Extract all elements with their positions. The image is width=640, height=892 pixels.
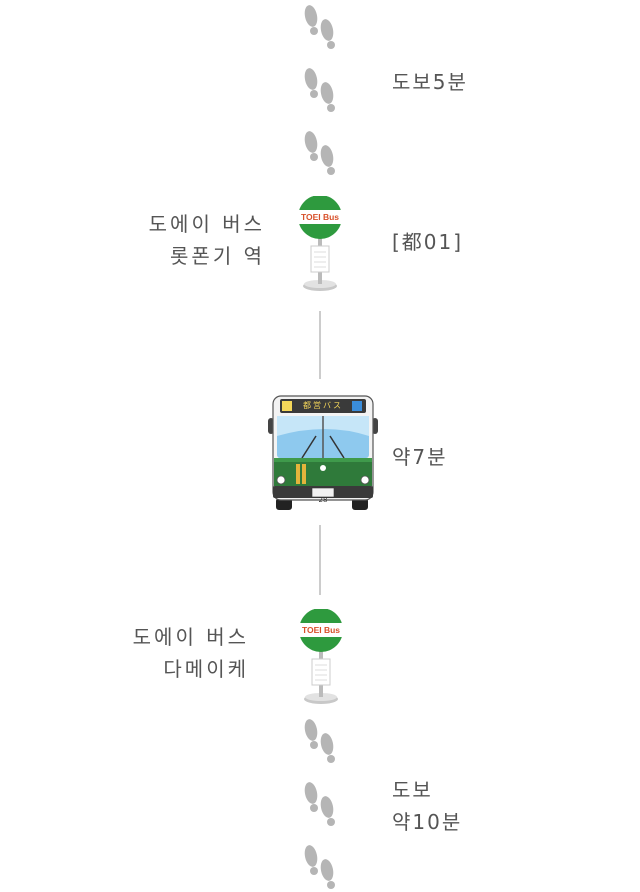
stop-1-name-line1: 도에이 버스 xyxy=(148,212,265,236)
route-number: [都01] xyxy=(392,230,464,254)
walk-end-duration: 도보 약10분 xyxy=(392,774,462,838)
footsteps-icon xyxy=(304,782,335,826)
bus-plate: 28 xyxy=(318,496,328,504)
bus-icon xyxy=(266,392,380,512)
footsteps-bottom-1 xyxy=(300,714,340,766)
bus-destination-display: 都営バス xyxy=(303,401,343,410)
footsteps-icon xyxy=(304,68,335,112)
footsteps-icon xyxy=(304,845,335,889)
bus-stop-sign-1-text: TOEI Bus xyxy=(300,212,340,222)
footsteps-icon xyxy=(304,719,335,763)
stop-2-name-line2: 다메이케 xyxy=(163,657,249,681)
route-connector-top xyxy=(319,311,321,379)
footsteps-bottom-3 xyxy=(300,840,340,892)
bus-stop-sign-2 xyxy=(297,608,345,705)
footsteps-top-3 xyxy=(300,126,340,178)
stop-2-name: 도에이 버스 다메이케 xyxy=(133,621,249,685)
bus-stop-icon xyxy=(299,608,343,704)
bus-stop-sign-2-text: TOEI Bus xyxy=(301,625,341,635)
footsteps-top-2 xyxy=(300,63,340,115)
walk-end-line1: 도보 xyxy=(392,778,433,802)
walk-start-duration: 도보5분 xyxy=(392,70,468,94)
stop-1-name: 도에이 버스 롯폰기 역 xyxy=(149,208,265,272)
bus-duration: 약7분 xyxy=(392,445,448,469)
stop-1-name-line2: 롯폰기 역 xyxy=(170,244,265,268)
footsteps-top-1 xyxy=(300,0,340,52)
stop-2-name-line1: 도에이 버스 xyxy=(132,625,249,649)
bus-illustration xyxy=(268,395,378,510)
bus-stop-sign-1 xyxy=(296,195,344,292)
footsteps-icon xyxy=(304,5,335,49)
bus-stop-icon xyxy=(298,195,342,291)
walk-end-line2: 약10분 xyxy=(392,810,463,834)
footsteps-icon xyxy=(304,131,335,175)
route-connector-bottom xyxy=(319,525,321,595)
footsteps-bottom-2 xyxy=(300,777,340,829)
